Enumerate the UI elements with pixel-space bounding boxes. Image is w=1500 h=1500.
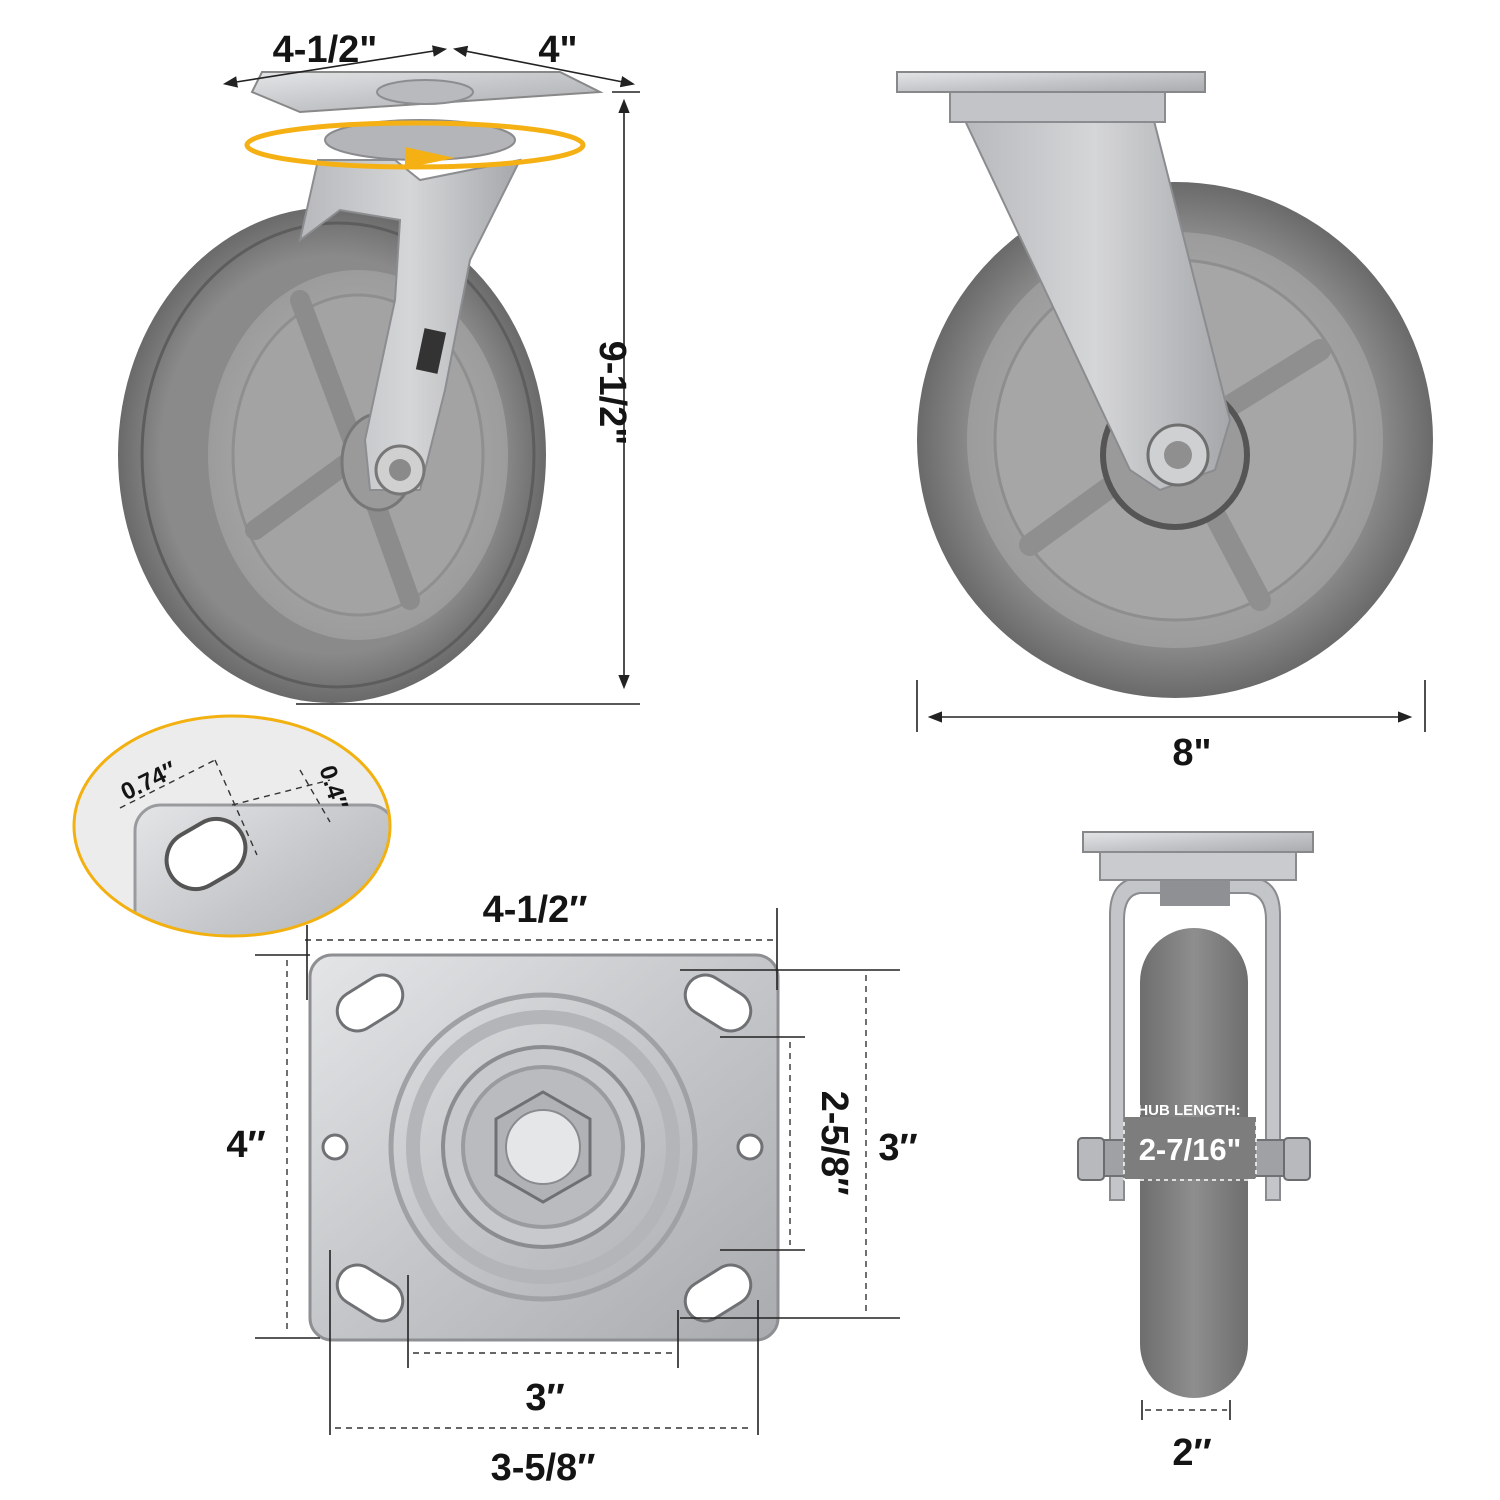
front-caster-view: HUB LENGTH: 2-7/16" 2″ (1077, 831, 1314, 1474)
front-fork (1109, 877, 1281, 1201)
dim-plate-length: 4-1/2" (273, 29, 378, 71)
axle-nut-left (1077, 1137, 1105, 1181)
dim-plate-length-top: 4-1/2″ (483, 889, 588, 931)
top-plate-view: 4-1/2″ 4″ 3″ 3-5/8″ 2-5/8″ 3″ (226, 889, 917, 1489)
axle-nut-right (1283, 1137, 1311, 1181)
rotation-arrow-icon (244, 120, 586, 170)
dim-wheel-diameter: 8" (1172, 732, 1211, 774)
dim-plate-width: 4" (538, 29, 577, 71)
dim-bolt-spacing-short: 3″ (525, 1377, 564, 1419)
mounting-slot-detail (164, 817, 248, 891)
dim-hub-length: 2-7/16" (1139, 1132, 1242, 1167)
front-top-plate (1082, 831, 1314, 853)
plate-mounting-slots (321, 973, 764, 1323)
dim-plate-width-top: 4″ (226, 1124, 265, 1166)
side-caster-view: 8" (896, 71, 1433, 774)
dim-wheel-width: 2″ (1172, 1432, 1211, 1474)
dim-inner-spacing-vertical: 2-5/8″ (813, 1091, 855, 1196)
dim-overall-height: 9-1/2" (591, 341, 633, 446)
dim-bolt-spacing-long: 3-5/8″ (491, 1447, 596, 1489)
side-top-plate (896, 71, 1206, 93)
swivel-caster-view: 4-1/2" 4" 9-1/2" (118, 29, 640, 705)
dim-outer-spacing-vertical: 3″ (878, 1127, 917, 1169)
hole-detail-view: 0.74″ 0.4″ (72, 714, 392, 938)
hole-detail-border (72, 714, 392, 938)
hub-length-label: HUB LENGTH: (1137, 1102, 1240, 1119)
